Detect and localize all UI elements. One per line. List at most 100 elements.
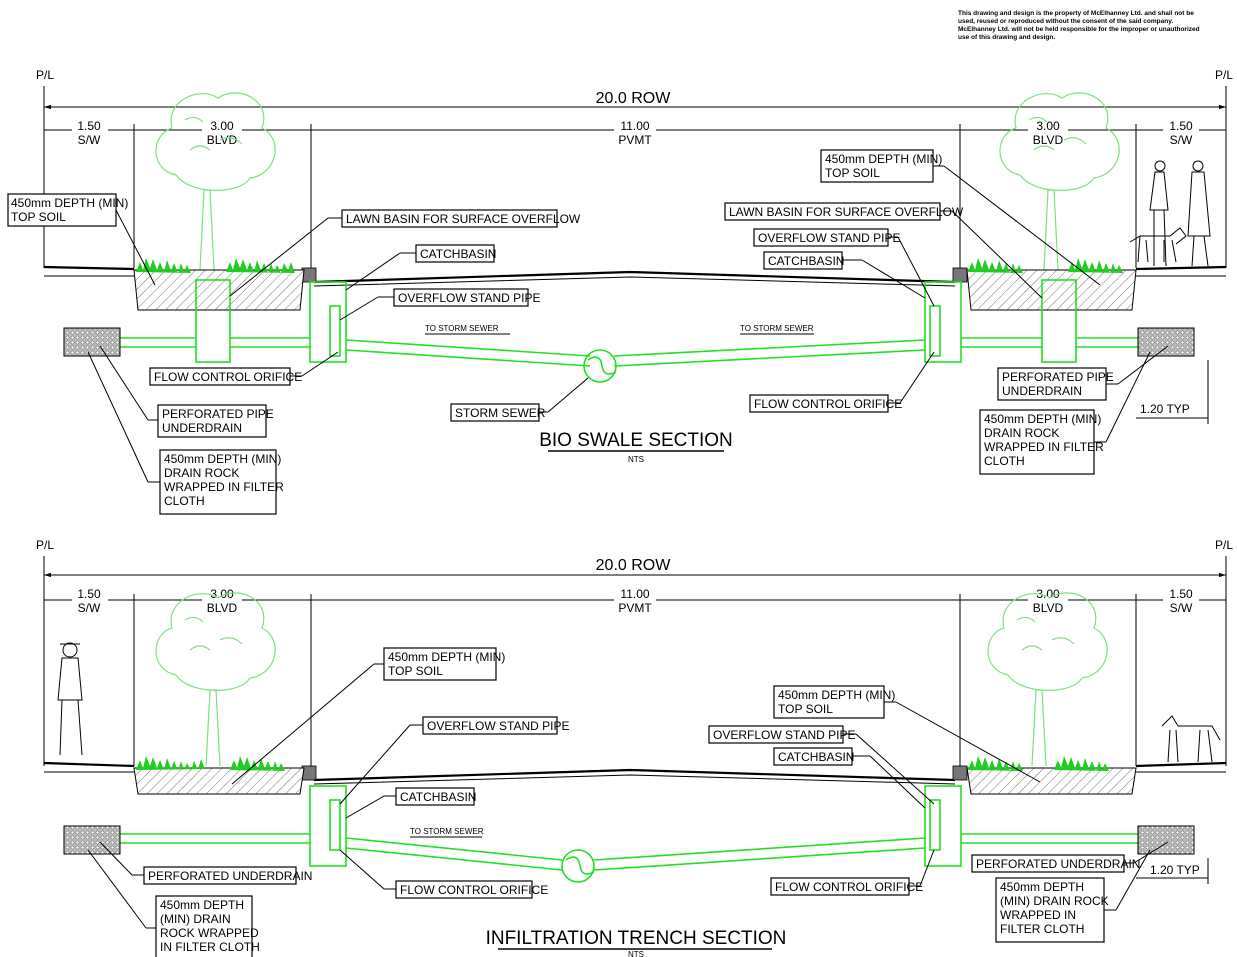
standpipe-left [329,305,341,357]
bio-swale-section: P/L P/L 20.0 ROW 1.50 S/W 3.00 BLVD 11.0… [7,68,1233,515]
property-line-left-label: P/L [36,538,54,552]
callout-line: PERFORATED UNDERDRAIN [148,869,312,883]
property-line-left-label: P/L [36,68,54,82]
catchbasin-left [309,281,347,363]
bio-swale-title: BIO SWALE SECTION [539,430,733,451]
tree-right [987,592,1108,767]
pavement [313,270,956,284]
callout-line: FLOW CONTROL ORIFICE [775,880,923,894]
storm-sewer-symbol [587,356,617,375]
topsoil-left [133,269,305,311]
callout-underdrain-left: PERFORATED PIPE UNDERDRAIN [99,345,274,438]
tree-left [155,592,276,767]
catchbasin-right [924,281,962,363]
curb-right [952,765,968,781]
dim-value: 3.00 [210,587,234,601]
callout-line: LAWN BASIN FOR SURFACE OVERFLOW [729,205,964,219]
callout-topsoil-right: 450mm DEPTH (MIN) TOP SOIL [773,685,1041,783]
underdrain-pipe-left [100,833,310,844]
dim-label: BLVD [207,133,238,147]
callout-line: OVERFLOW STAND PIPE [398,291,540,305]
dim-pvmt: 11.00 PVMT [614,587,656,616]
callout-topsoil-right: 450mm DEPTH (MIN) TOP SOIL [820,149,1101,286]
dim-value: 3.00 [1036,119,1060,133]
disclaimer-line: McElhanney Ltd. will not be held respons… [958,26,1200,33]
dim-value: 11.00 [620,119,649,133]
dog-figure [1161,715,1221,763]
dim-label: PVMT [618,601,652,615]
callout-lawn-right: LAWN BASIN FOR SURFACE OVERFLOW [724,202,1043,299]
pavement-base [313,276,956,287]
callout-line: PERFORATED PIPE [1002,370,1114,384]
storm-sewer-main [583,349,617,383]
callout-line: OVERFLOW STAND PIPE [713,728,855,742]
infiltration-trench-section: P/L P/L 20.0 ROW 1.50 S/W 3.00 BLVD 11.0… [36,538,1233,957]
row-label-bg [590,89,676,105]
dim-value: 3.00 [1036,587,1060,601]
infiltration-trench-nts: NTS [628,950,644,957]
callout-standpipe-left: OVERFLOW STAND PIPE [339,288,540,321]
callout-line: 450mm DEPTH (MIN) [778,688,895,702]
callout-standpipe-left: OVERFLOW STAND PIPE [339,716,569,805]
lawn-basin-left [195,279,231,363]
row-dimension-label: 20.0 ROW [596,90,672,107]
callout-rock-left: 450mm DEPTH (MIN) DRAIN ROCK WRAPPED IN … [87,849,260,957]
callout-rock-left: 450mm DEPTH (MIN) DRAIN ROCK WRAPPED IN … [87,351,284,515]
disclaimer-line: This drawing and design is the property … [958,10,1194,17]
callout-underdrain-right: PERFORATED UNDERDRAIN [971,841,1169,873]
standpipe-right [929,799,941,851]
callout-line: FLOW CONTROL ORIFICE [400,883,548,897]
storm-sewer-main [561,849,595,883]
pavement [313,768,956,782]
callout-line: WRAPPED IN FILTER [164,480,284,494]
callout-line: 450mm DEPTH (MIN) [388,650,505,664]
dim-blvd-right: 3.00 BLVD [1028,118,1068,147]
dim-typ-right: 1.20 TYP [1136,360,1209,424]
dim-typ-label: 1.20 TYP [1150,863,1200,877]
callout-orifice-right: FLOW CONTROL ORIFICE [770,849,935,896]
dim-value: 1.50 [77,587,101,601]
property-line-right-label: P/L [1215,68,1233,82]
to-storm-sewer-right: TO STORM SEWER [740,324,814,333]
sidewalk-right [1135,761,1227,768]
callout-topsoil-left: 450mm DEPTH (MIN) TOP SOIL [231,647,505,785]
callout-line: CATCHBASIN [778,750,854,764]
callout-line: UNDERDRAIN [1002,384,1082,398]
callout-line: ROCK WRAPPED [160,926,259,940]
dim-sw-left: 1.50 S/W [72,587,108,616]
dim-value: 1.50 [1169,587,1193,601]
dim-typ-right: 1.20 TYP [1136,858,1209,884]
row-label-bg [590,556,676,572]
dim-sw-right: 1.50 S/W [1163,587,1199,616]
grass-left [136,756,285,771]
callout-lawn-left: LAWN BASIN FOR SURFACE OVERFLOW [229,209,581,297]
callout-line: OVERFLOW STAND PIPE [427,719,569,733]
callout-line: TOP SOIL [388,664,443,678]
drain-rock-right [1137,825,1195,855]
callout-line: FLOW CONTROL ORIFICE [754,397,902,411]
storm-lateral [345,339,926,367]
drain-rock-left [63,327,121,357]
standpipe-right [929,305,941,357]
bio-swale-nts: NTS [628,455,644,464]
pedestrian-figures [1129,160,1211,267]
storm-sewer-symbol [565,856,595,875]
callout-line: PERFORATED PIPE [162,407,274,421]
callout-topsoil-left: 450mm DEPTH (MIN) TOP SOIL [7,193,156,286]
dim-sw-left: 1.50 S/W [72,118,108,147]
callout-line: (MIN) DRAIN [160,912,231,926]
dim-value: 1.50 [1169,119,1193,133]
storm-lateral [345,837,926,871]
dim-value: 3.00 [210,119,234,133]
grass-right [968,756,1109,771]
row-dimension-label: 20.0 ROW [596,557,672,574]
callout-standpipe-right: OVERFLOW STAND PIPE [708,725,935,805]
grass-right [968,258,1123,273]
callout-line: STORM SEWER [455,406,546,420]
topsoil-right [966,767,1137,795]
topsoil-left [133,767,305,795]
callout-line: CATCHBASIN [768,254,844,268]
callout-line: 450mm DEPTH (MIN) [984,412,1101,426]
callout-orifice-left: FLOW CONTROL ORIFICE [339,849,548,899]
